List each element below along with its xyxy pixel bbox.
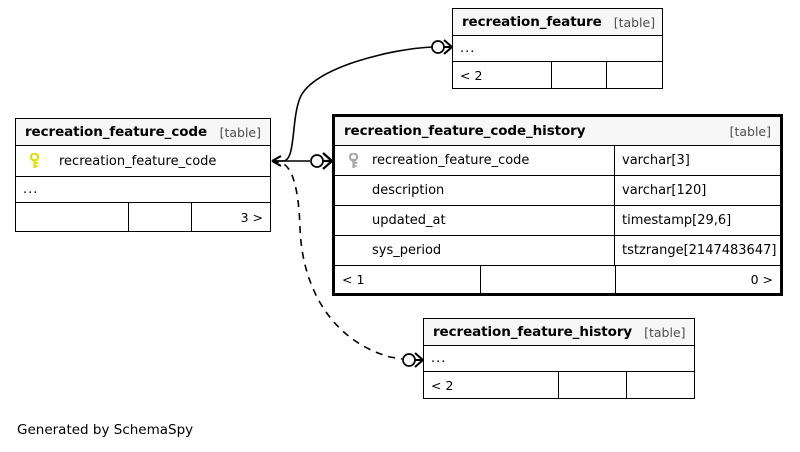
table-column-row[interactable]: description varchar[120] — [335, 176, 780, 206]
footer-middle-cell — [559, 372, 627, 398]
key-icon — [23, 153, 45, 169]
footer-outgoing-count — [607, 62, 662, 88]
table-ellipsis-row: ... — [16, 177, 270, 203]
table-title-recreation-feature: recreation_feature [table] — [453, 9, 662, 36]
column-name-label: recreation_feature_code — [59, 153, 217, 169]
table-tag-label: [table] — [613, 14, 656, 30]
table-node-recreation-feature-code-history[interactable]: recreation_feature_code_history [table] … — [332, 114, 783, 296]
footer-incoming-count: < 2 — [453, 62, 552, 88]
column-name-cell: recreation_feature_code — [335, 146, 615, 175]
footer-incoming-count — [16, 203, 129, 231]
footer-incoming-count: < 2 — [424, 372, 559, 398]
table-footer-row: 3 > — [16, 203, 270, 231]
table-footer-row: < 2 — [424, 372, 694, 398]
table-name-label: recreation_feature_code_history — [344, 123, 586, 139]
column-name-label: description — [372, 183, 445, 198]
column-type-cell: varchar[3] — [622, 153, 690, 168]
column-name-cell: description — [335, 176, 615, 205]
table-column-row[interactable]: recreation_feature_code varchar[3] — [335, 146, 780, 176]
table-column-row[interactable]: updated_at timestamp[29,6] — [335, 206, 780, 236]
column-type-cell: timestamp[29,6] — [622, 213, 732, 228]
table-name-label: recreation_feature_code — [25, 124, 208, 140]
column-name-label: updated_at — [372, 213, 446, 228]
table-title-recreation-feature-code: recreation_feature_code [table] — [16, 119, 270, 146]
table-column-row[interactable]: recreation_feature_code — [16, 146, 270, 177]
table-name-label: recreation_feature — [462, 14, 602, 30]
table-tag-label: [table] — [219, 124, 261, 140]
table-tag-label: [table] — [729, 123, 771, 139]
column-name-cell: updated_at — [335, 206, 615, 235]
footer-incoming-count: < 1 — [335, 266, 481, 293]
table-ellipsis-row: ... — [424, 346, 694, 372]
table-node-recreation-feature-history[interactable]: recreation_feature_history [table] ... <… — [423, 318, 695, 399]
generated-by-credit: Generated by SchemaSpy — [17, 422, 194, 438]
table-footer-row: < 2 — [453, 62, 662, 88]
table-ellipsis-row: ... — [453, 36, 662, 62]
table-node-recreation-feature-code[interactable]: recreation_feature_code [table] recreati… — [15, 118, 271, 232]
relationship-line-code-to-code-history — [272, 152, 333, 170]
column-name-label: recreation_feature_code — [372, 153, 530, 168]
table-title-recreation-feature-history: recreation_feature_history [table] — [424, 319, 694, 346]
column-name-cell: sys_period — [335, 236, 615, 265]
footer-outgoing-count: 3 > — [240, 209, 263, 225]
table-footer-row: < 1 0 > — [335, 266, 780, 293]
key-icon — [342, 152, 364, 169]
column-type-cell: tstzrange[2147483647] — [622, 243, 777, 258]
column-name-label: sys_period — [372, 243, 442, 258]
table-node-recreation-feature[interactable]: recreation_feature [table] ... < 2 — [452, 8, 663, 89]
footer-middle-cell — [129, 203, 192, 231]
column-type-cell: varchar[120] — [622, 183, 707, 198]
table-name-label: recreation_feature_history — [433, 324, 633, 340]
footer-middle-cell — [481, 266, 616, 293]
table-tag-label: [table] — [644, 324, 686, 340]
footer-outgoing-count: 0 > — [750, 272, 773, 287]
table-title-recreation-feature-code-history: recreation_feature_code_history [table] — [335, 117, 780, 146]
footer-middle-cell — [552, 62, 607, 88]
column-name-cell: recreation_feature_code — [16, 146, 270, 176]
footer-outgoing-count — [627, 372, 694, 398]
table-column-row[interactable]: sys_period tstzrange[2147483647] — [335, 236, 780, 266]
